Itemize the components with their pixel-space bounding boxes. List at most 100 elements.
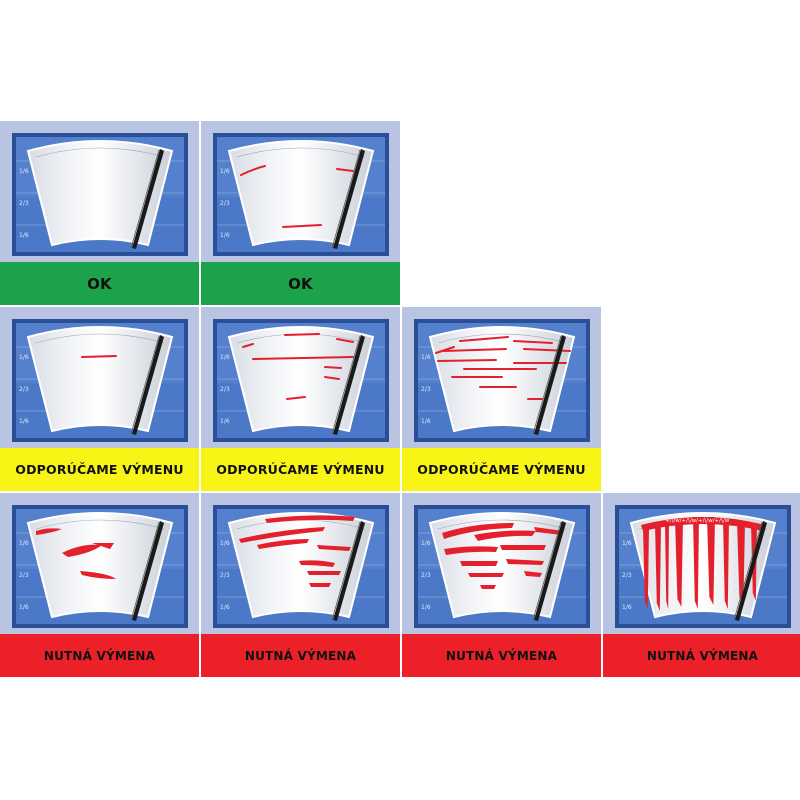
gauge-tick-label: 1/6 — [220, 232, 230, 239]
damage-streak — [252, 356, 354, 360]
gauge-tick-label: 1/6 — [19, 540, 29, 547]
gauge-tick-label: 1/6 — [421, 604, 431, 611]
gauge-tick-label: 2/3 — [19, 572, 29, 579]
status-label: NUTNÁ VÝMENA — [0, 634, 199, 677]
wiper-blade — [534, 521, 566, 621]
wiper-blade — [735, 521, 767, 621]
windshield-illustration: 1/62/31/6 — [213, 505, 389, 628]
damage-streak — [444, 546, 498, 555]
gauge-tick-label: 1/6 — [220, 354, 230, 361]
damage-streak — [284, 333, 320, 336]
windshield-glass — [227, 326, 375, 433]
windshield-glass — [227, 140, 375, 247]
damage-streak — [242, 343, 254, 348]
damage-streak — [80, 571, 116, 579]
windshield-glass — [227, 512, 375, 619]
gauge-tick-label: 1/6 — [220, 168, 230, 175]
wiper-blade — [333, 149, 365, 249]
damage-streak — [500, 545, 546, 550]
damage-streak — [665, 521, 669, 609]
damage-streak — [707, 517, 715, 605]
damage-streak — [299, 560, 335, 567]
damage-streak — [92, 543, 114, 549]
status-label: ODPORÚČAME VÝMENU — [201, 448, 400, 491]
windshield-glass — [26, 140, 174, 247]
damage-streak — [523, 348, 571, 352]
gauge-tick-label: 2/3 — [220, 200, 230, 207]
status-label: OK — [201, 262, 400, 305]
damage-streak — [693, 517, 699, 609]
gauge-tick-label: 1/6 — [19, 232, 29, 239]
gauge-tick-label: 1/6 — [421, 354, 431, 361]
wiper-blade — [132, 521, 164, 621]
damage-streak — [336, 168, 354, 172]
damage-streak — [468, 573, 504, 577]
windshield-illustration: 1/62/31/6 — [414, 505, 590, 628]
damage-streak — [324, 376, 340, 380]
wiper-rubber — [130, 335, 160, 435]
damage-streak — [282, 224, 322, 228]
wiper-rubber — [331, 521, 361, 621]
wiper-blade — [333, 521, 365, 621]
damage-streak — [737, 521, 745, 605]
gauge-tick-label: 1/6 — [220, 418, 230, 425]
gauge-tick-label: 1/6 — [421, 540, 431, 547]
windshield-illustration: 1/62/31/6 — [12, 133, 188, 256]
damage-streak — [480, 585, 496, 589]
damage-streak — [336, 338, 354, 343]
damage-streak — [257, 539, 309, 549]
gauge-tick-label: 2/3 — [220, 386, 230, 393]
windshield-illustration: 1/62/31/6 — [12, 319, 188, 442]
damage-streak — [513, 340, 553, 344]
gauge-tick-label: 2/3 — [19, 200, 29, 207]
windshield-illustration: 1/6 2/3 1/6 — [213, 319, 389, 442]
damage-streak — [324, 366, 342, 369]
wiper-rubber — [130, 521, 160, 621]
gauge-tick-label: 1/6 — [622, 604, 632, 611]
glass-reflection — [437, 519, 567, 530]
gauge-tick-label: 1/6 — [622, 540, 632, 547]
damage-streak — [62, 544, 102, 557]
damage-streak — [641, 517, 765, 531]
windshield-illustration: 1/6 2/3 1/6 — [213, 133, 389, 256]
wiper-blade — [534, 335, 566, 435]
gauge-tick-label: 1/6 — [19, 418, 29, 425]
wiper-rubber — [532, 335, 562, 435]
gauge-tick-label: 2/3 — [19, 386, 29, 393]
wiper-rubber — [331, 335, 361, 435]
damage-streak — [265, 515, 355, 523]
damage-streak — [239, 527, 325, 543]
wiper-rubber — [130, 149, 160, 249]
damage-streak — [460, 561, 498, 566]
status-label: NUTNÁ VÝMENA — [201, 634, 400, 677]
wiper-blade — [132, 335, 164, 435]
damage-streak — [643, 527, 649, 609]
damage-streak — [36, 528, 62, 535]
wiper-rubber — [331, 149, 361, 249]
damage-streak — [474, 530, 536, 541]
glass-reflection — [437, 333, 567, 344]
damage-streak — [524, 571, 542, 577]
status-label: OK — [0, 262, 199, 305]
windshield-glass — [428, 326, 576, 433]
windshield-glass — [26, 512, 174, 619]
status-label: NUTNÁ VÝMENA — [603, 634, 800, 677]
damage-streak — [442, 523, 514, 539]
damage-streak — [655, 523, 661, 611]
damage-streak — [286, 396, 306, 400]
glass-reflection — [35, 519, 165, 530]
gauge-tick-label: 1/6 — [220, 604, 230, 611]
damage-streak — [307, 571, 341, 575]
windshield-glass — [26, 326, 174, 433]
windshield-illustration: 1/62/31/6 — [12, 505, 188, 628]
windshield-illustration: 1/62/31/6+/\/w/+/\/w/+/\/w/+/\/w — [615, 505, 791, 628]
gauge-tick-label: 2/3 — [622, 572, 632, 579]
